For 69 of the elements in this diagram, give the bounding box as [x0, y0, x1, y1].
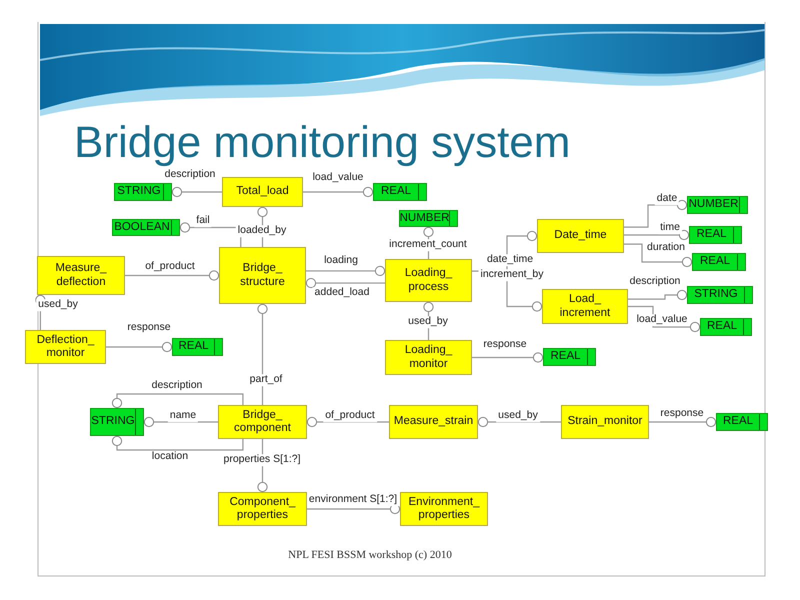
edge-label: description — [150, 380, 204, 392]
edge-label: of_product — [143, 261, 197, 273]
entity-box: Loading_ monitor — [385, 340, 472, 375]
entity-box: Date_time — [537, 219, 624, 253]
type-box: REAL — [172, 338, 223, 356]
edge-label: load_value — [634, 314, 690, 326]
type-box: REAL — [716, 413, 768, 431]
type-box: REAL — [700, 318, 752, 336]
type-box: BOOLEAN — [112, 219, 180, 236]
connector — [125, 270, 220, 281]
type-box: NUMBER — [687, 196, 748, 214]
type-box: STRING — [114, 183, 172, 201]
connector — [303, 186, 374, 198]
edge-label: part_of — [248, 374, 284, 386]
entity-box: Strain_monitor — [561, 405, 649, 439]
edge-label: date — [654, 193, 680, 205]
connector — [172, 186, 222, 198]
connector — [624, 244, 692, 268]
edge-label: date_time — [484, 254, 536, 266]
entity-box: Measure_ deflection — [37, 256, 125, 295]
entity-box: Bridge_ component — [218, 405, 307, 439]
entity-box: Environment_ properties — [400, 492, 488, 526]
footer-text: NPL FESI BSSM workshop (c) 2010 — [287, 549, 453, 561]
connector — [112, 436, 244, 451]
entity-box: Load_ increment — [542, 289, 628, 324]
entity-box: Component_ properties — [218, 492, 307, 526]
entity-box: Loading_ process — [385, 259, 472, 302]
type-box: STRING — [687, 286, 753, 304]
connector — [628, 290, 688, 300]
edge-label: description — [162, 169, 218, 181]
edge-label: used_by — [496, 410, 540, 422]
connector — [257, 304, 268, 405]
edge-label: response — [658, 408, 706, 420]
connector — [624, 230, 690, 240]
edge-label: added_load — [312, 287, 372, 299]
type-box: REAL — [373, 183, 427, 201]
type-box: STRING — [90, 408, 144, 436]
connector — [306, 266, 386, 276]
connector — [472, 352, 544, 363]
edge-label: response — [481, 339, 529, 351]
edge-label: increment_count — [387, 239, 469, 251]
connector — [112, 393, 244, 408]
type-box: NUMBER — [399, 210, 458, 227]
type-box: REAL — [692, 253, 746, 271]
type-box: REAL — [543, 348, 596, 366]
edge-label: used_by — [406, 316, 450, 328]
entity-box: Total_load — [222, 177, 303, 207]
edge-label: name — [168, 410, 198, 422]
connector — [307, 504, 400, 514]
edge-label: environment S[1:?] — [306, 494, 400, 506]
edge-label: fail — [194, 215, 212, 227]
edge-label: loading — [322, 255, 360, 267]
edge-label: response — [125, 322, 173, 334]
type-box: REAL — [689, 226, 742, 244]
slide-title: Bridge monitoring system — [74, 118, 570, 168]
edge-label: used_by — [36, 299, 80, 311]
edge-label: description — [628, 276, 682, 288]
edge-label: time — [658, 222, 682, 234]
edge-label: increment_by — [478, 269, 546, 281]
entity-box: Measure_strain — [389, 405, 478, 439]
edge-label: load_value — [310, 172, 366, 184]
edge-label: loaded_by — [236, 225, 288, 237]
edge-label: properties S[1:?] — [221, 454, 303, 466]
entity-box: Deflection_ monitor — [25, 330, 106, 364]
entity-box: Bridge_ structure — [219, 247, 306, 304]
connector — [306, 278, 385, 288]
connector — [106, 342, 172, 352]
edge-label: of_product — [323, 410, 377, 422]
connector — [649, 416, 716, 428]
